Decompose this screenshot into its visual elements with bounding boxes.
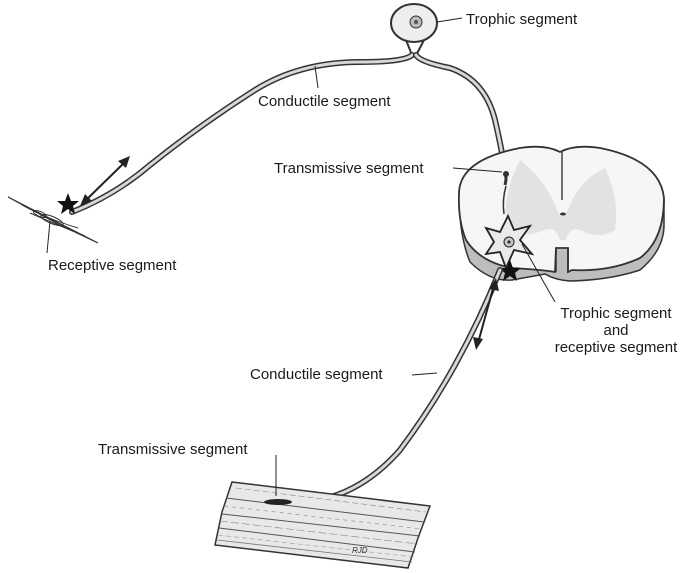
sensory-cell-body [390,3,438,56]
label-trophic-receptive-line1: Trophic segment [560,305,672,322]
label-receptive-segment: Receptive segment [48,257,177,274]
label-conductile-segment-bottom: Conductile segment [250,366,383,383]
sensory-receptor [7,196,99,244]
muscle-fibers [214,481,432,569]
label-trophic-receptive-line2: and [603,322,628,339]
motor-neuron-soma [484,185,535,271]
label-transmissive-segment-top: Transmissive segment [274,160,424,177]
motor-end-plate [264,499,292,505]
label-trophic-receptive-line3: receptive segment [555,339,678,356]
star-icon [499,260,521,281]
sensory-peripheral-axon [69,52,415,215]
label-transmissive-segment-bottom: Transmissive segment [98,441,248,458]
leader-lines [46,17,556,496]
label-trophic-segment-top: Trophic segment [466,11,578,28]
artist-signature: RJD [352,546,368,555]
arrow-icon [473,278,499,350]
spinal-cord-cross-section [457,145,665,282]
label-conductile-segment-top: Conductile segment [258,93,391,110]
arrow-icon [80,156,130,206]
star-icon [57,193,79,214]
